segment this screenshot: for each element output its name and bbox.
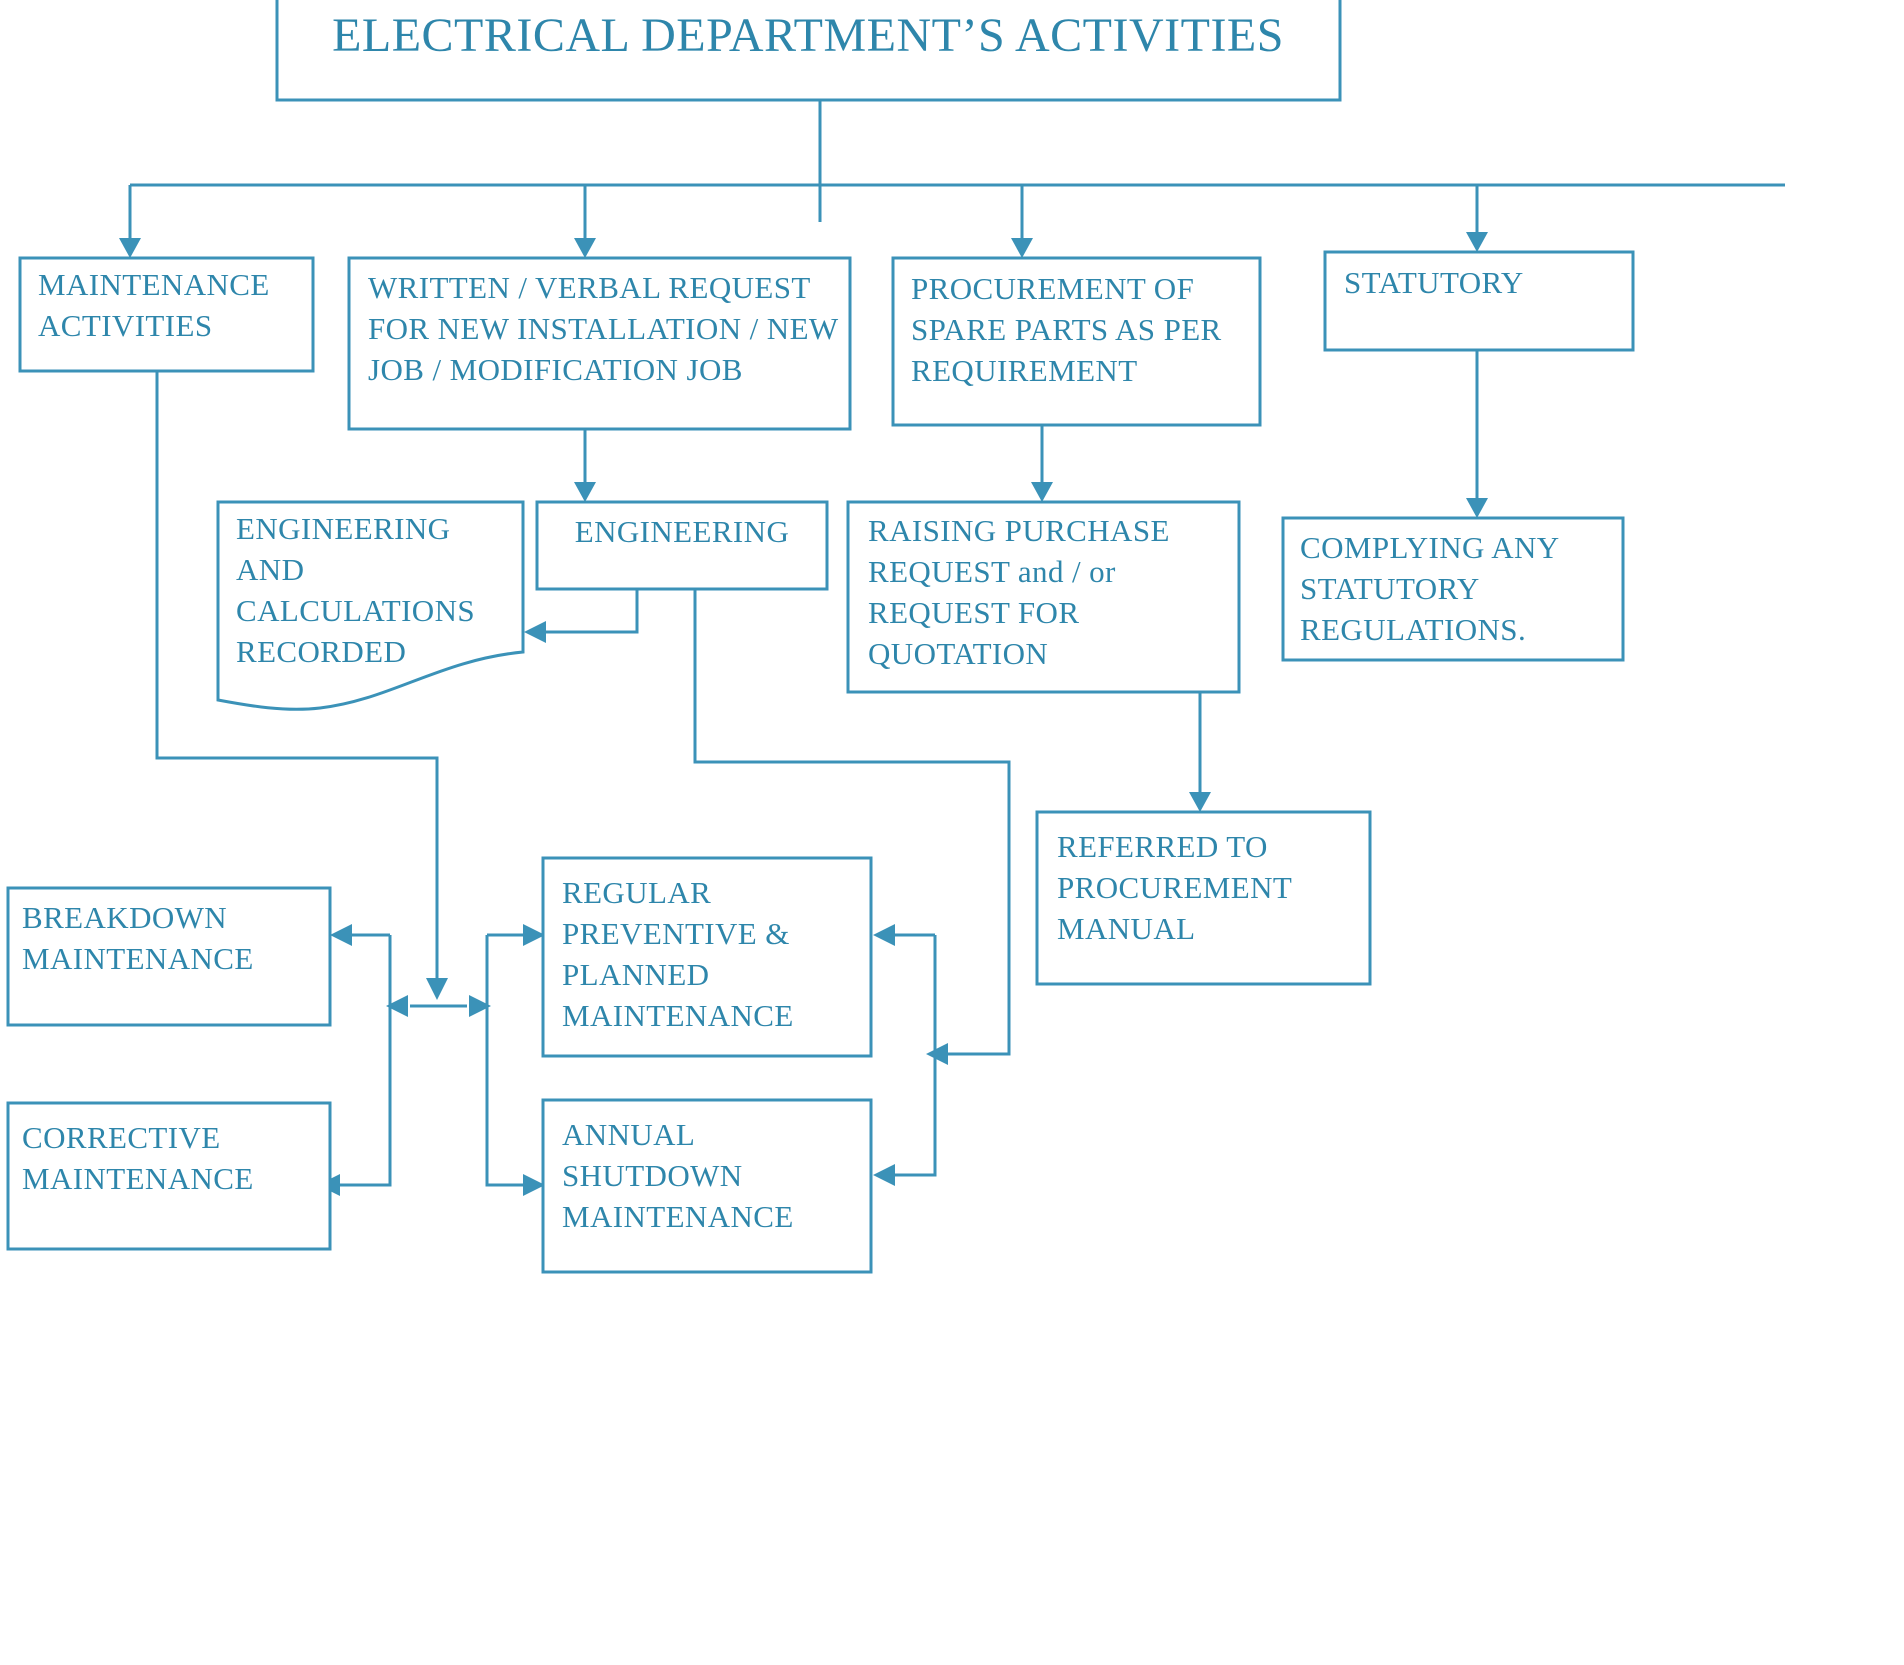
node-raising-purchase-request-line-0: RAISING PURCHASE (868, 513, 1170, 548)
node-engineering-calculations-shape[interactable] (216, 500, 525, 711)
node-written-verbal-request-line-1: FOR NEW INSTALLATION / NEW (368, 311, 839, 346)
arrow-head-statutory (1466, 232, 1488, 252)
arrow-head-preventive-right-upper (873, 924, 895, 946)
node-referred-procurement-manual-line-1: PROCUREMENT (1057, 870, 1292, 905)
node-complying-statutory-line-2: REGULATIONS. (1300, 612, 1526, 647)
node-maintenance-activities-line-0: MAINTENANCE (38, 267, 270, 302)
arrow-head-double-left (386, 995, 408, 1017)
node-raising-purchase-request[interactable]: RAISING PURCHASE REQUEST and / or REQUES… (846, 500, 1241, 694)
arrow-head-maintenance-junction (426, 978, 448, 1000)
node-referred-procurement-manual-line-0: REFERRED TO (1057, 829, 1268, 864)
node-procurement-spare-parts-line-1: SPARE PARTS AS PER (911, 312, 1222, 347)
node-raising-purchase-request-line-3: QUOTATION (868, 636, 1048, 671)
node-procurement-spare-parts-line-2: REQUIREMENT (911, 353, 1138, 388)
node-engineering-calculations-line-0: ENGINEERING (236, 511, 450, 546)
node-referred-procurement-manual-box[interactable] (1035, 810, 1372, 986)
node-breakdown-maintenance[interactable]: BREAKDOWN MAINTENANCE (6, 886, 332, 1027)
node-engineering-calculations[interactable]: ENGINEERING AND CALCULATIONS RECORDED (216, 500, 525, 711)
node-breakdown-maintenance-box[interactable] (6, 886, 332, 1027)
node-complying-statutory-line-1: STATUTORY (1300, 571, 1480, 606)
node-referred-procurement-manual-line-2: MANUAL (1057, 911, 1195, 946)
node-engineering-calculations-line-1: AND (236, 552, 304, 587)
arrow-head-calculations (524, 621, 546, 643)
node-maintenance-activities-line-1: ACTIVITIES (38, 308, 212, 343)
node-annual-shutdown-maintenance-line-1: SHUTDOWN (562, 1158, 743, 1193)
arrow-head-preventive-right-lower (926, 1043, 948, 1065)
arrow-head-annual-shutdown-left (523, 1174, 545, 1196)
node-procurement-spare-parts-line-0: PROCUREMENT OF (911, 271, 1194, 306)
node-regular-preventive-planned-box[interactable] (541, 856, 873, 1058)
connector-engineering-to-preventive (693, 589, 1011, 1056)
connector-riser-left-to-preventive (485, 935, 528, 1187)
node-root[interactable]: ELECTRICAL DEPARTMENT’S ACTIVITIES (275, 0, 1342, 102)
node-annual-shutdown-maintenance-line-2: MAINTENANCE (562, 1199, 794, 1234)
node-procurement-spare-parts-box[interactable] (891, 256, 1262, 427)
node-annual-shutdown-maintenance[interactable]: ANNUAL SHUTDOWN MAINTENANCE (541, 1098, 873, 1274)
arrow-head-written-request (574, 238, 596, 258)
connector-riser-to-breakdown (340, 935, 392, 1187)
node-procurement-spare-parts[interactable]: PROCUREMENT OF SPARE PARTS AS PER REQUIR… (891, 256, 1262, 427)
node-raising-purchase-request-line-1: REQUEST and / or (868, 554, 1116, 589)
node-annual-shutdown-maintenance-line-0: ANNUAL (562, 1117, 695, 1152)
arrow-head-preventive-left (523, 924, 545, 946)
connector-riser-to-annual-shutdown (895, 1054, 937, 1177)
arrow-head-referred (1189, 792, 1211, 812)
node-root-box[interactable] (275, 0, 1342, 102)
node-regular-preventive-planned-line-1: PREVENTIVE & (562, 916, 790, 951)
node-regular-preventive-planned[interactable]: REGULAR PREVENTIVE & PLANNED MAINTENANCE (541, 856, 873, 1058)
node-complying-statutory-line-0: COMPLYING ANY (1300, 530, 1560, 565)
connector-layer (119, 100, 1785, 1196)
node-statutory-line-0: STATUTORY (1344, 265, 1524, 300)
node-raising-purchase-request-box[interactable] (846, 500, 1241, 694)
node-written-verbal-request-box[interactable] (347, 256, 852, 431)
arrow-head-procurement (1011, 238, 1033, 258)
node-breakdown-maintenance-line-0: BREAKDOWN (22, 900, 227, 935)
node-root-label: ELECTRICAL DEPARTMENT’S ACTIVITIES (332, 9, 1284, 62)
node-maintenance-activities-box[interactable] (18, 256, 315, 373)
node-corrective-maintenance-box[interactable] (6, 1101, 332, 1251)
node-complying-statutory[interactable]: COMPLYING ANY STATUTORY REGULATIONS. (1281, 516, 1625, 662)
node-engineering-calculations-line-3: RECORDED (236, 634, 406, 669)
node-annual-shutdown-maintenance-box[interactable] (541, 1098, 873, 1274)
node-written-verbal-request[interactable]: WRITTEN / VERBAL REQUEST FOR NEW INSTALL… (347, 256, 852, 431)
connector-maintenance-to-junction (155, 371, 439, 978)
node-breakdown-maintenance-line-1: MAINTENANCE (22, 941, 254, 976)
node-corrective-maintenance-line-1: MAINTENANCE (22, 1161, 254, 1196)
node-engineering-box[interactable] (535, 500, 829, 591)
arrow-head-maintenance (119, 238, 141, 258)
node-statutory[interactable]: STATUTORY (1323, 250, 1635, 352)
connector-engineering-to-calculations (546, 589, 639, 634)
node-written-verbal-request-line-2: JOB / MODIFICATION JOB (368, 352, 743, 387)
node-corrective-maintenance-line-0: CORRECTIVE (22, 1120, 221, 1155)
arrow-head-annual-shutdown-right (873, 1164, 895, 1186)
node-written-verbal-request-line-0: WRITTEN / VERBAL REQUEST (368, 270, 811, 305)
node-regular-preventive-planned-line-0: REGULAR (562, 875, 711, 910)
arrow-head-double-right (469, 995, 491, 1017)
node-regular-preventive-planned-line-3: MAINTENANCE (562, 998, 794, 1033)
arrow-head-engineering (574, 482, 596, 502)
node-engineering-line-0: ENGINEERING (575, 514, 789, 549)
node-statutory-box[interactable] (1323, 250, 1635, 352)
node-engineering[interactable]: ENGINEERING (535, 500, 829, 591)
arrow-head-breakdown (330, 924, 352, 946)
node-referred-procurement-manual[interactable]: REFERRED TO PROCUREMENT MANUAL (1035, 810, 1372, 986)
arrow-head-complying (1466, 498, 1488, 518)
node-corrective-maintenance[interactable]: CORRECTIVE MAINTENANCE (6, 1101, 332, 1251)
node-raising-purchase-request-line-2: REQUEST FOR (868, 595, 1079, 630)
node-complying-statutory-box[interactable] (1281, 516, 1625, 662)
arrow-head-purchase-request (1031, 482, 1053, 502)
node-maintenance-activities[interactable]: MAINTENANCE ACTIVITIES (18, 256, 315, 373)
node-regular-preventive-planned-line-2: PLANNED (562, 957, 709, 992)
node-engineering-calculations-line-2: CALCULATIONS (236, 593, 475, 628)
